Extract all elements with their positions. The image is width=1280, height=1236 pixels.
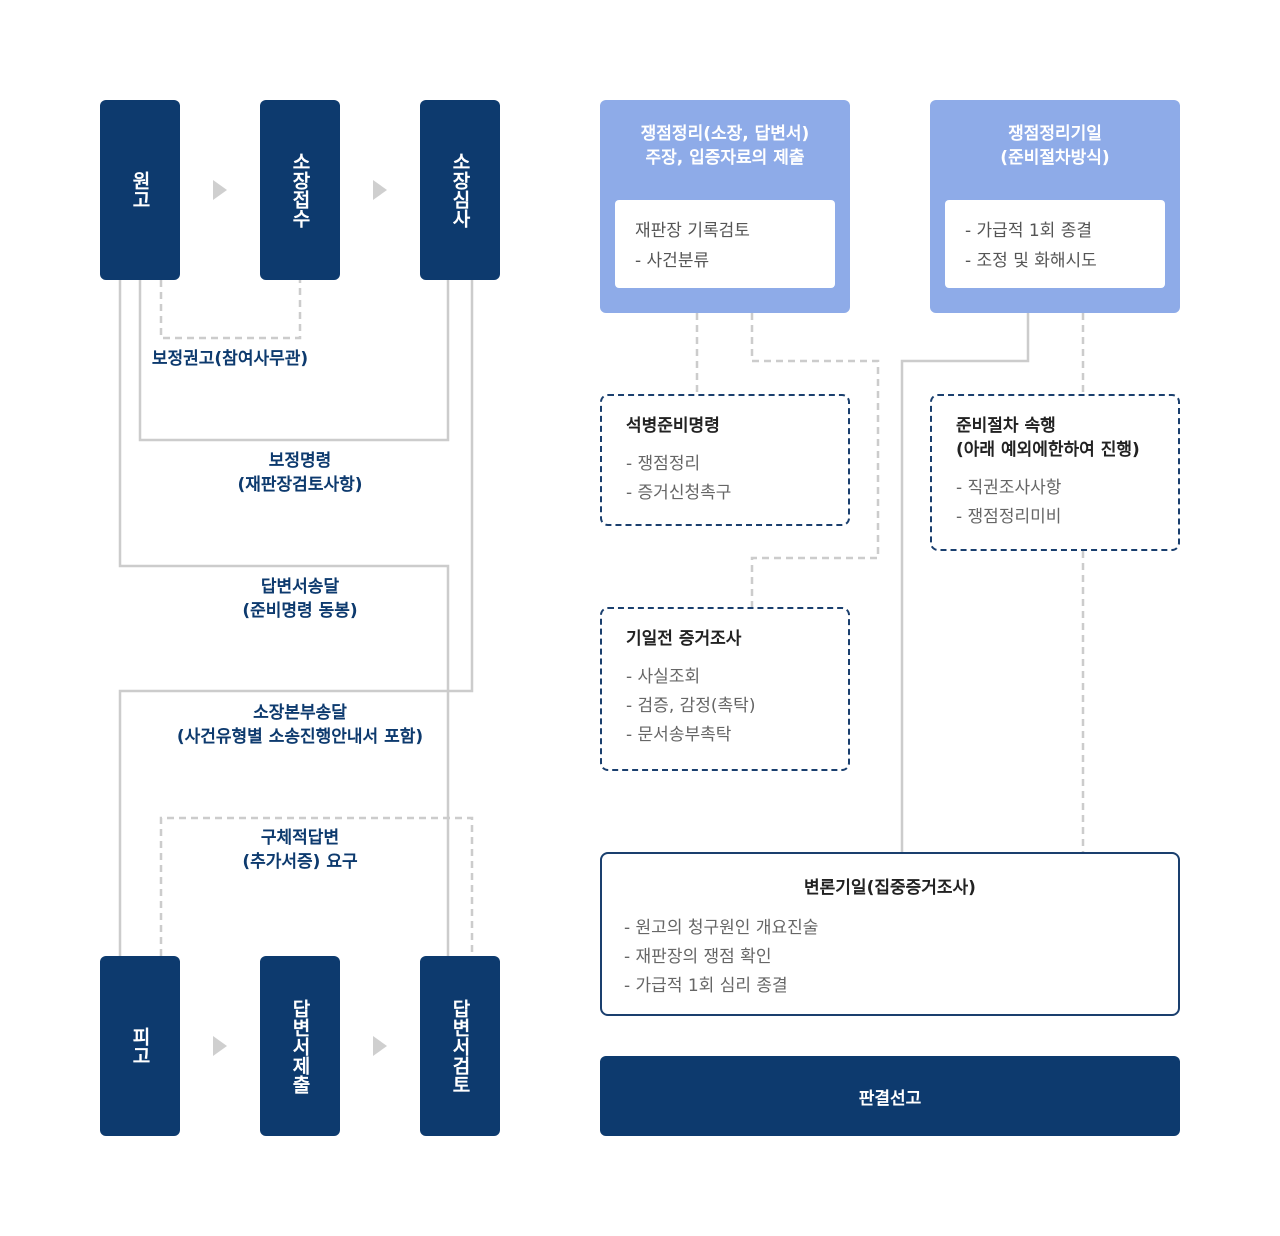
pre-hearing-evidence-box: 기일전 증거조사 - 사실조회 - 검증, 감정(촉탁) - 문서송부촉탁 xyxy=(600,607,850,771)
pleading-prep-order-title: 석병준비명령 xyxy=(626,416,720,436)
issue-hearing-box: 쟁점정리기일 (준비절차방식) - 가급적 1회 종결 - 조정 및 화해시도 xyxy=(930,100,1180,313)
arrow-right-icon xyxy=(373,1036,387,1056)
answer-review-label: 답변서검토 xyxy=(449,998,471,1094)
specific-answer-request-label: 구체적답변 (추가서증) 요구 xyxy=(242,828,358,872)
arrow-right-icon xyxy=(373,180,387,200)
issue-organizing-title: 쟁점정리(소장, 답변서) 주장, 입증자료의 제출 xyxy=(640,124,810,168)
plaintiff-box: 원고 xyxy=(100,100,180,280)
correction-advice-label: 보정권고(참여사무관) xyxy=(151,349,309,369)
pleading-prep-order-box: 석병준비명령 - 쟁점정리 - 증거신청촉구 xyxy=(600,394,850,526)
answer-submission-box: 답변서제출 xyxy=(260,956,340,1136)
defendant-box: 피고 xyxy=(100,956,180,1136)
complaint-receipt-label: 소장접수 xyxy=(289,152,311,228)
pleading-prep-order-items: - 쟁점정리 - 증거신청촉구 xyxy=(626,454,732,503)
complaint-copy-delivery-label: 소장본부송달 (사건유형별 소송진행안내서 포함) xyxy=(176,703,424,747)
correction-order-label: 보정명령 (재판장검토사항) xyxy=(237,451,363,495)
prep-procedure-items: - 직권조사사항 - 쟁점정리미비 xyxy=(956,478,1062,527)
oral-hearing-items: - 원고의 청구원인 개요진술 - 재판장의 쟁점 확인 - 가급적 1회 심리… xyxy=(624,918,819,996)
judgment-label: 판결선고 xyxy=(858,1088,922,1109)
answer-submission-label: 답변서제출 xyxy=(289,998,311,1094)
arrow-right-icon xyxy=(213,1036,227,1056)
answer-delivery-label: 답변서송달 (준비명령 동봉) xyxy=(242,577,358,621)
prep-procedure-box: 준비절차 속행 (아래 예외에한하여 진행) - 직권조사사항 - 쟁점정리미비 xyxy=(930,394,1180,551)
judgment-box: 판결선고 xyxy=(600,1056,1180,1136)
prep-procedure-title: 준비절차 속행 (아래 예외에한하여 진행) xyxy=(956,416,1140,460)
complaint-review-box: 소장심사 xyxy=(420,100,500,280)
oral-hearing-title: 변론기일(집중증거조사) xyxy=(804,878,976,898)
issue-hearing-details: - 가급적 1회 종결 - 조정 및 화해시도 xyxy=(945,200,1165,288)
plaintiff-label: 원고 xyxy=(129,171,151,209)
complaint-receipt-box: 소장접수 xyxy=(260,100,340,280)
defendant-label: 피고 xyxy=(129,1027,151,1065)
issue-organizing-box: 쟁점정리(소장, 답변서) 주장, 입증자료의 제출 재판장 기록검토 - 사건… xyxy=(600,100,850,313)
issue-organizing-details: 재판장 기록검토 - 사건분류 xyxy=(615,200,835,288)
pre-hearing-evidence-title: 기일전 증거조사 xyxy=(626,629,742,649)
oral-hearing-box: 변론기일(집중증거조사) - 원고의 청구원인 개요진술 - 재판장의 쟁점 확… xyxy=(600,852,1180,1016)
answer-review-box: 답변서검토 xyxy=(420,956,500,1136)
arrow-right-icon xyxy=(213,180,227,200)
pre-hearing-evidence-items: - 사실조회 - 검증, 감정(촉탁) - 문서송부촉탁 xyxy=(626,667,756,745)
issue-hearing-title: 쟁점정리기일 (준비절차방식) xyxy=(1000,124,1110,168)
complaint-review-label: 소장심사 xyxy=(449,152,471,228)
